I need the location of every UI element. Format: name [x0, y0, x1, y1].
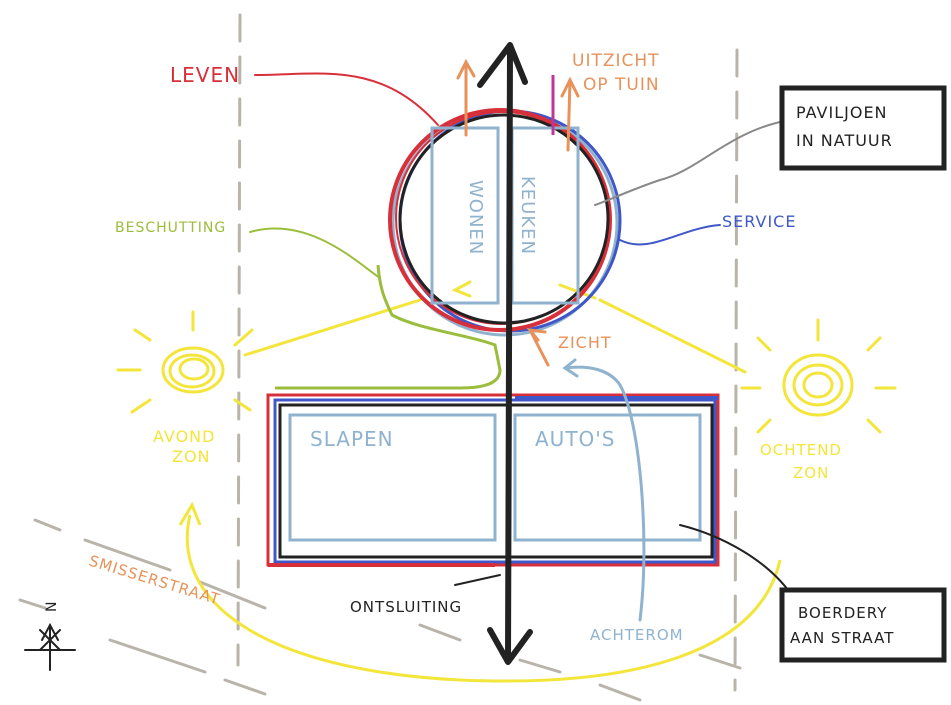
- paviljoen-box: [779, 85, 947, 171]
- yellow-route-arc: [185, 514, 782, 683]
- service-label: SERVICE: [722, 212, 796, 231]
- beschutting-label: BESCHUTTING: [115, 220, 226, 236]
- zicht-label: ZICHT: [558, 333, 612, 352]
- leven-label: LEVEN: [170, 63, 240, 87]
- paviljoen-label-1: PAVILJOEN: [796, 103, 888, 122]
- paviljoen-label-2: IN NATUUR: [796, 131, 893, 150]
- paviljoen-circle: [388, 108, 622, 337]
- slapen-label: SLAPEN: [310, 427, 394, 451]
- ontsluiting-label: ONTSLUITING: [350, 598, 462, 616]
- leader-lines: [249, 72, 796, 601]
- keuken-label: KEUKEN: [517, 176, 538, 255]
- achterom-arrow: [562, 358, 646, 622]
- lot-lines: [236, 13, 739, 692]
- autos-label: AUTO'S: [535, 427, 615, 451]
- achterom-label: ACHTEROM: [590, 626, 684, 644]
- boerdery-label-2: AAN STRAAT: [790, 629, 894, 647]
- boerdery-box: [779, 587, 947, 663]
- sun-lines: [243, 280, 747, 374]
- uitzicht-arrows: [456, 58, 580, 367]
- ochtendzon-label-2: ZON: [793, 464, 829, 482]
- north-label: N: [44, 601, 60, 612]
- avond-sun-icon: [116, 310, 254, 414]
- north-marker-icon: [24, 622, 76, 671]
- avondzon-label-2: ZON: [172, 447, 211, 466]
- wonen-label: WONEN: [465, 180, 486, 255]
- avondzon-label-1: AVOND: [153, 427, 215, 446]
- beschutting-line: [275, 264, 502, 390]
- ochtend-sun-icon: [740, 318, 897, 434]
- ochtendzon-label-1: OCHTEND: [760, 441, 842, 459]
- uitzicht-label-2: OP TUIN: [583, 75, 660, 95]
- street-lines: [18, 518, 742, 702]
- boerderij-rectangle: [266, 393, 720, 567]
- smisserstraat-label: SMISSERSTRAAT: [87, 552, 223, 609]
- yellow-arrow-head: [178, 501, 202, 526]
- boerdery-label-1: BOERDERY: [798, 604, 887, 622]
- uitzicht-label-1: UITZICHT: [572, 51, 660, 71]
- north-south-arrow: [477, 42, 533, 665]
